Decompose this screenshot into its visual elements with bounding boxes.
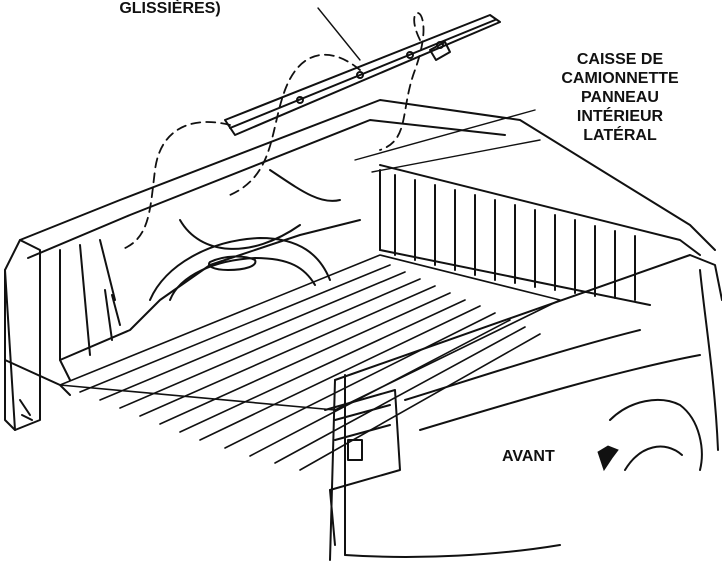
bed-floor bbox=[59, 254, 561, 471]
left-bed-side bbox=[19, 99, 716, 381]
bed-panel-label-line: CAISSE DE bbox=[576, 51, 664, 68]
bed-panel-label-line: INTÉRIEUR bbox=[576, 108, 664, 125]
alignment-dashes bbox=[119, 12, 425, 251]
bed-panel-label: CAISSE DE CAMIONNETTE PANNEAU INTÉRIEUR … bbox=[520, 50, 720, 145]
front-label: AVANT bbox=[502, 448, 555, 465]
bed-panel-label-line: LATÉRAL bbox=[583, 127, 657, 144]
leader-lines bbox=[317, 7, 541, 173]
front-bulkhead bbox=[379, 164, 701, 306]
bed-panel-label-line: CAMIONNETTE bbox=[561, 70, 679, 87]
rear-right-corner bbox=[324, 389, 401, 546]
bed-rail bbox=[224, 14, 501, 136]
rail-label: GLISSIÈRES) bbox=[119, 0, 221, 17]
wheel-well-hump bbox=[149, 237, 331, 301]
rear-left-corner bbox=[4, 239, 71, 431]
right-fender bbox=[329, 254, 722, 561]
bed-panel-label-line: PANNEAU bbox=[581, 89, 659, 106]
arrow-icon bbox=[597, 445, 619, 472]
